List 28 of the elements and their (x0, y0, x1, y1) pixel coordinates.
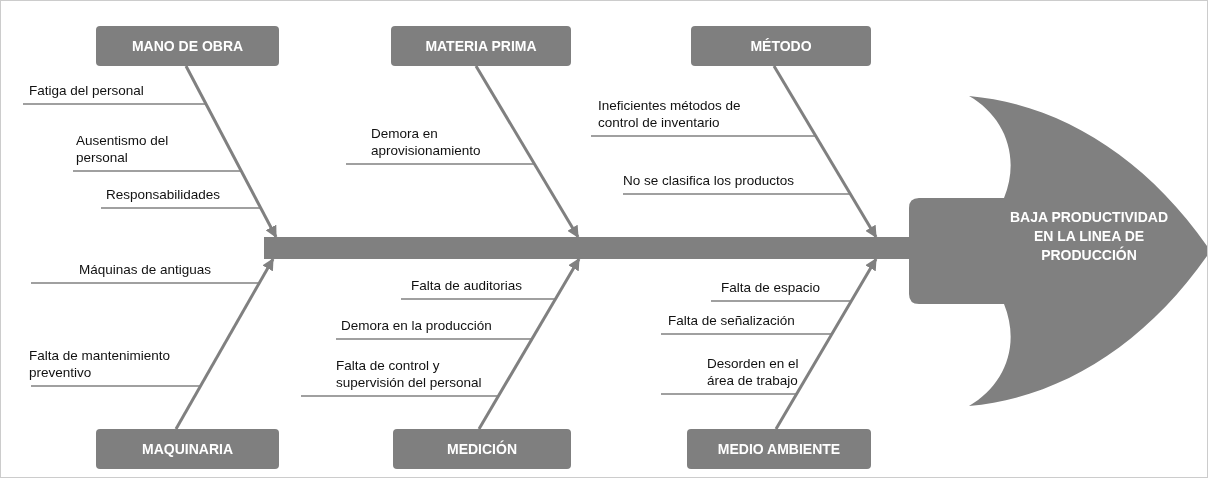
arrow (474, 65, 580, 239)
category-box: MEDIO AMBIENTE (687, 429, 871, 469)
category-box: MANO DE OBRA (96, 26, 279, 66)
cause-text: Demora en la producción (341, 317, 493, 334)
cause-text: Falta de señalización (668, 312, 796, 329)
category-box: MEDICIÓN (393, 429, 571, 469)
cause-text: Falta de control y supervisión del personal (336, 357, 483, 391)
cause-text: Responsabilidades (106, 186, 222, 203)
fish-spine (264, 237, 909, 259)
arrow (184, 65, 278, 239)
fish-head: BAJA PRODUCTIVIDAD EN LA LINEA DE PRODUCCIÓN (909, 96, 1207, 406)
category-box: MÉTODO (691, 26, 871, 66)
cause-text: Desorden en el área de trabajo (707, 355, 800, 389)
cause-text: Falta de auditorias (411, 277, 524, 294)
arrow (774, 257, 878, 430)
cause-text: Demora en aprovisionamiento (371, 125, 482, 159)
category-box: MAQUINARIA (96, 429, 279, 469)
cause-text: Ausentismo del personal (76, 132, 170, 166)
cause-text: No se clasifica los productos (623, 172, 796, 189)
cause-text: Falta de espacio (721, 279, 822, 296)
cause-text: Máquinas de antiguas (79, 261, 213, 278)
arrow (772, 65, 878, 239)
cause-text: Falta de mantenimiento preventivo (29, 347, 172, 381)
arrow (477, 257, 581, 430)
cause-text: Ineficientes métodos de control de inventario (598, 97, 742, 131)
arrow (174, 257, 275, 430)
category-box: MATERIA PRIMA (391, 26, 571, 66)
cause-text: Fatiga del personal (29, 82, 145, 99)
